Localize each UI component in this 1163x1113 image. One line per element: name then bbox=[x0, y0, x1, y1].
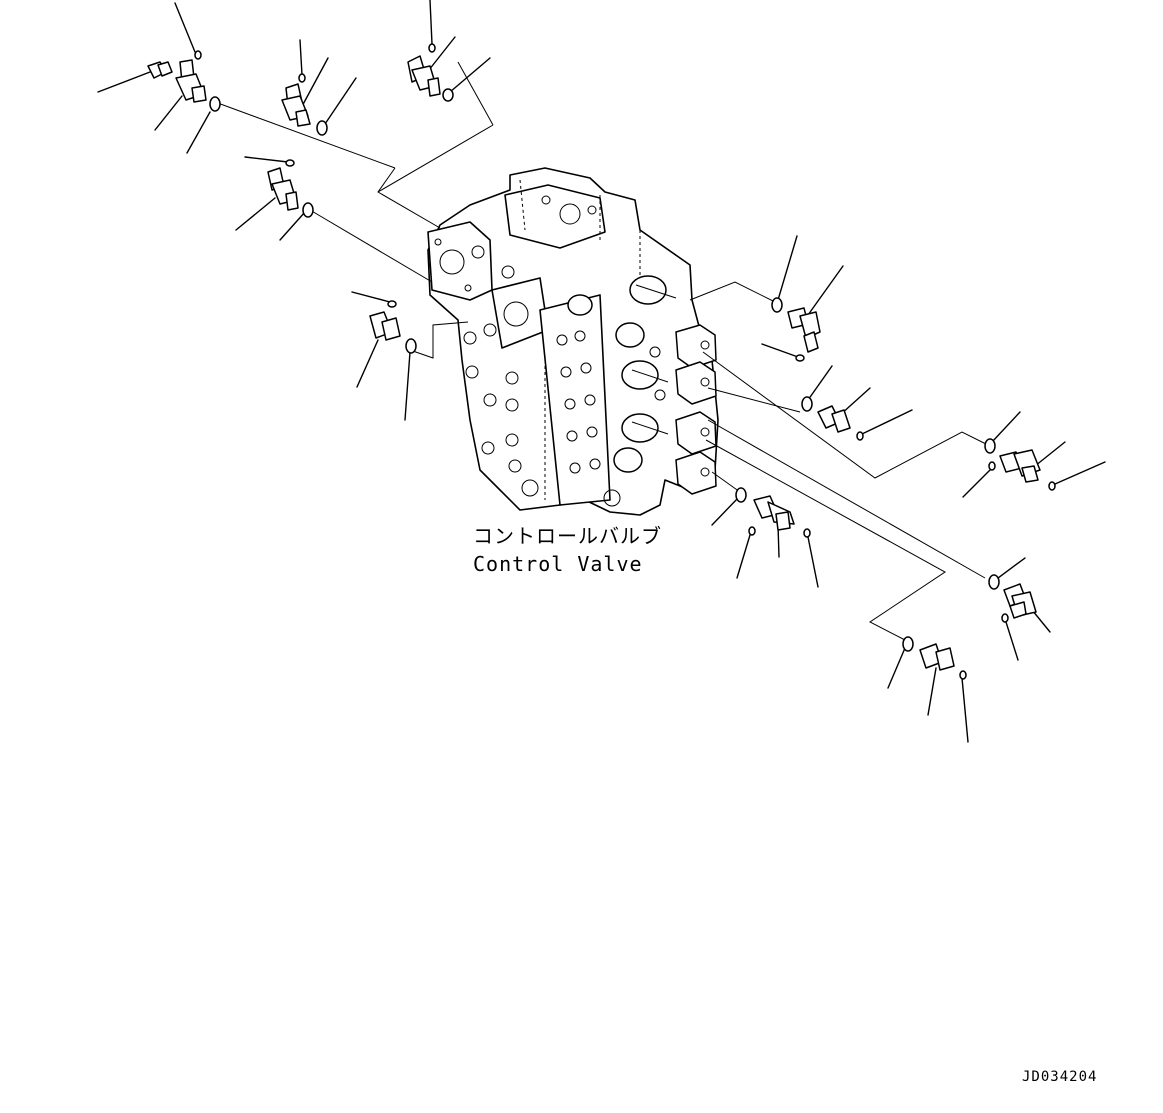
straight-fitting bbox=[147, 61, 173, 79]
tee-fitting bbox=[999, 449, 1041, 483]
elbow-fitting bbox=[175, 59, 207, 103]
leader-lines bbox=[214, 61, 989, 641]
straight-fitting bbox=[817, 405, 851, 433]
control-valve-assembly bbox=[427, 167, 719, 516]
elbow-fitting bbox=[281, 83, 311, 127]
o-rings bbox=[194, 43, 1056, 680]
elbow-fitting bbox=[787, 307, 821, 353]
part-label-english: Control Valve bbox=[473, 552, 643, 576]
fittings bbox=[147, 55, 1041, 671]
spool-caps bbox=[567, 275, 717, 507]
straight-fitting bbox=[919, 643, 955, 671]
drawing-code: JD034204 bbox=[1022, 1069, 1097, 1085]
elbow-fitting bbox=[1003, 583, 1037, 619]
callout-leaders bbox=[97, 0, 1106, 743]
tee-fitting bbox=[369, 311, 401, 341]
elbow-fitting bbox=[267, 167, 299, 211]
tee-fitting bbox=[753, 495, 795, 531]
part-label-japanese: コントロールバルブ bbox=[473, 524, 662, 548]
elbow-fitting bbox=[407, 55, 441, 97]
